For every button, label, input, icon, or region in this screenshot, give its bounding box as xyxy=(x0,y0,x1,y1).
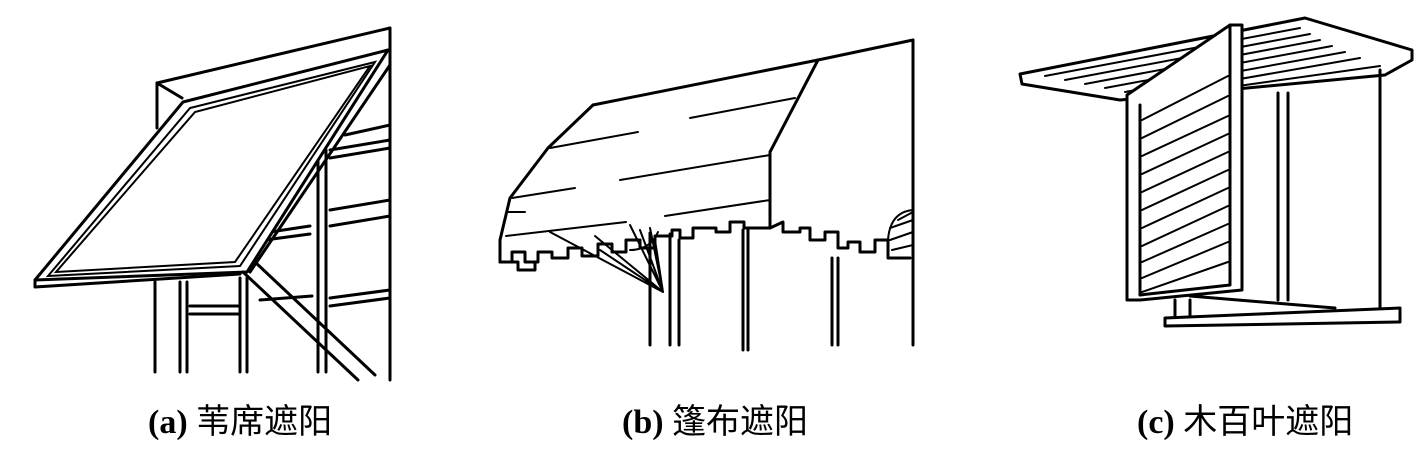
caption-b: (b) 篷布遮阳 xyxy=(622,403,808,443)
panel-c-wooden-louver xyxy=(1010,0,1417,400)
caption-c-label: (c) xyxy=(1137,404,1175,441)
canvas-awning-drawing xyxy=(498,38,915,352)
wooden-louver-drawing xyxy=(1018,16,1414,328)
caption-a-title: 苇席遮阳 xyxy=(196,404,333,441)
caption-c-title: 木百叶遮阳 xyxy=(1183,404,1354,441)
panel-b-canvas-awning xyxy=(480,0,920,400)
caption-b-title: 篷布遮阳 xyxy=(672,404,809,441)
caption-c: (c) 木百叶遮阳 xyxy=(1137,403,1353,443)
caption-a-label: (a) xyxy=(148,404,188,441)
caption-a: (a) 苇席遮阳 xyxy=(148,403,332,443)
panel-a-reed-mat xyxy=(0,0,420,400)
reed-mat-sunshade-drawing xyxy=(33,26,392,382)
caption-b-label: (b) xyxy=(622,404,664,441)
